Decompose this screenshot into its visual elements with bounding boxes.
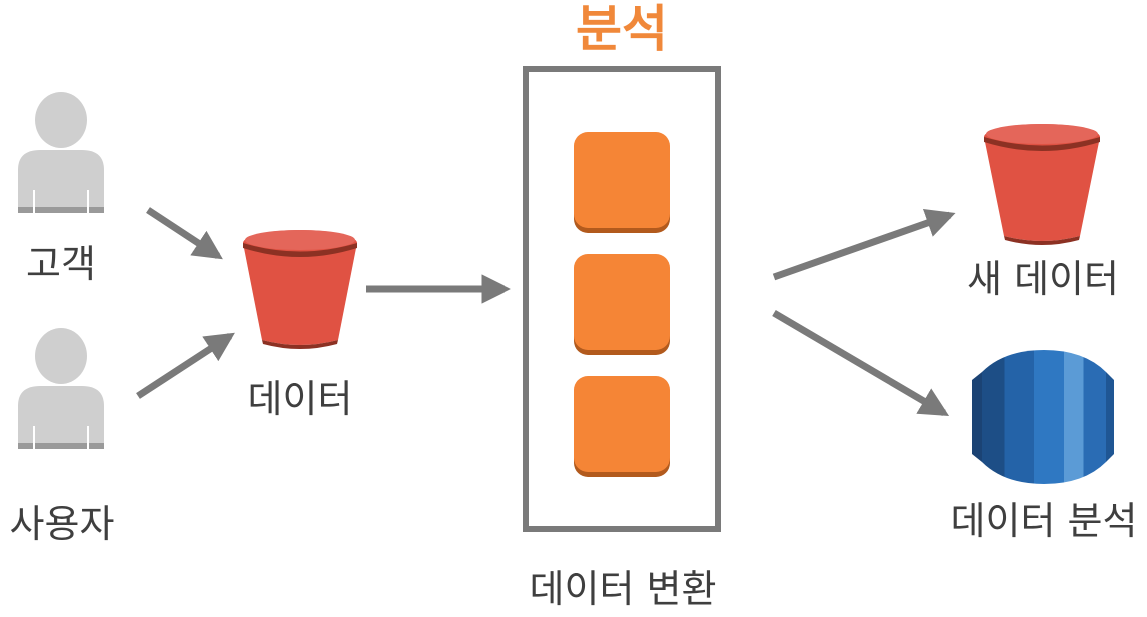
- arrow-transform-to-analysis: [772, 309, 950, 417]
- compute-block-icon: [574, 254, 670, 355]
- compute-block-icon: [574, 376, 670, 477]
- user-label: 사용자: [9, 502, 115, 546]
- data-analysis-label: 데이터 분석: [950, 499, 1138, 543]
- compute-block-icon: [574, 132, 670, 233]
- analysis-title: 분석: [576, 0, 668, 58]
- user-person-icon: [18, 328, 104, 449]
- customer-person-icon: [18, 92, 104, 213]
- arrow-transform-to-new-data: [772, 208, 956, 281]
- new-data-bucket-icon: [984, 124, 1100, 245]
- database-icon: [972, 350, 1114, 484]
- transform-label: 데이터 변환: [529, 567, 717, 611]
- data-label: 데이터: [247, 377, 353, 421]
- arrow-customer-to-data: [146, 207, 223, 260]
- new-data-label: 새 데이터: [967, 257, 1119, 301]
- transform-box: [523, 66, 721, 532]
- data-bucket-icon: [243, 230, 357, 349]
- customer-label: 고객: [26, 242, 96, 286]
- arrow-user-to-data: [136, 332, 235, 399]
